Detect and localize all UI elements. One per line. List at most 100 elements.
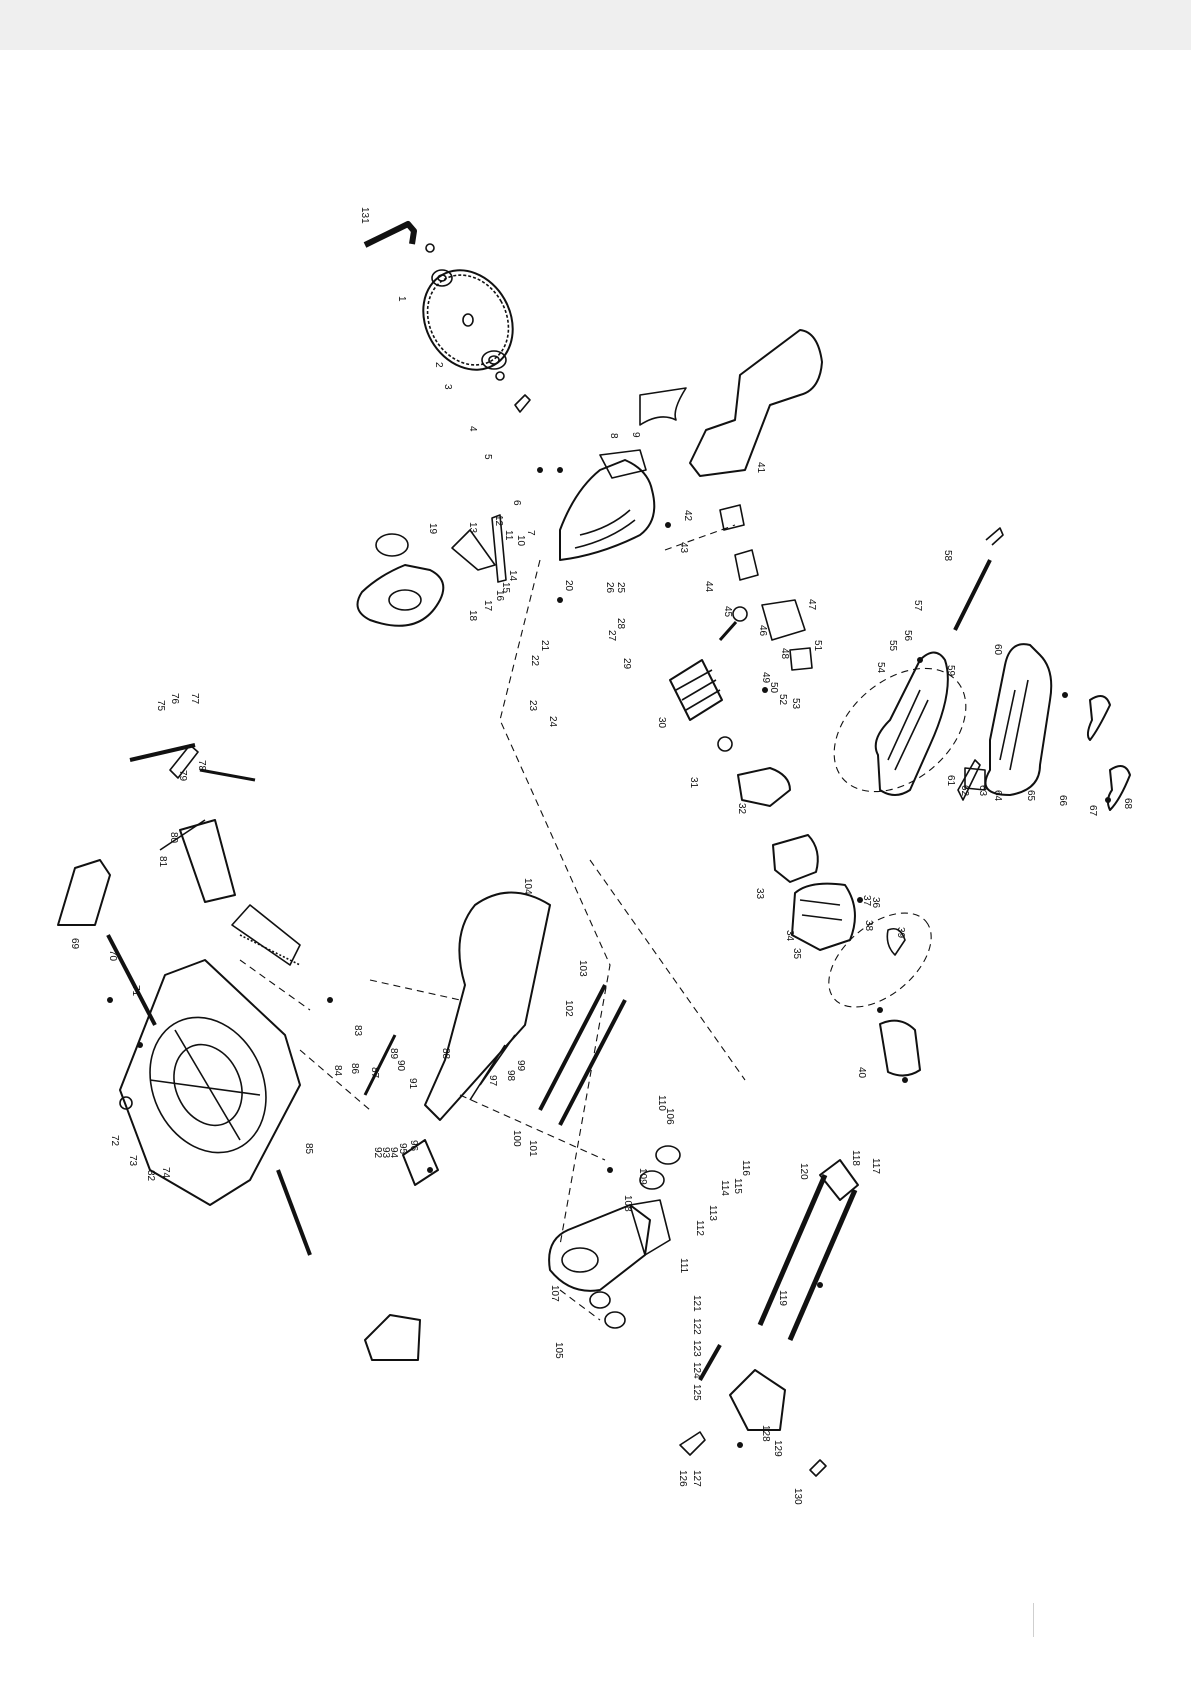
part-label: 117 [870, 1158, 881, 1174]
part-label: 123 [691, 1340, 702, 1357]
part-label: 87 [369, 1067, 380, 1079]
switch-box [761, 599, 813, 671]
part-label: 94 [388, 1147, 399, 1159]
part-label: 106 [664, 1108, 675, 1125]
part-label: 98 [505, 1070, 516, 1082]
part-label: 37 [861, 895, 872, 907]
part-label: 81 [157, 856, 168, 868]
part-label: 62 [959, 785, 970, 797]
part-label: 100 [511, 1130, 522, 1147]
part-label: 21 [539, 640, 550, 652]
part-label: 16 [494, 590, 505, 602]
support-tubes [757, 1174, 858, 1341]
part-label: 20 [563, 580, 574, 592]
part-label: 50 [768, 682, 779, 694]
part-label: 79 [177, 770, 188, 782]
part-label: 82 [145, 1170, 156, 1182]
exploded-parts-diagram: 131 1 2 3 4 5 6 7 8 9 10 11 12 13 14 15 … [57, 207, 1133, 1505]
part-label: 38 [863, 920, 874, 932]
part-label: 102 [563, 1000, 574, 1017]
part-label: 88 [440, 1048, 451, 1060]
part-label: 114 [719, 1180, 730, 1196]
part-label: 49 [760, 672, 771, 684]
part-label: 89 [388, 1048, 399, 1060]
armature [669, 606, 748, 752]
part-label: 64 [992, 790, 1003, 802]
tilt-lever [679, 1431, 827, 1477]
slide-housing [548, 1199, 671, 1292]
part-label: 3 [442, 384, 453, 390]
part-label: 126 [677, 1470, 688, 1487]
fence-extension-top [57, 859, 111, 926]
part-label: 130 [792, 1488, 803, 1505]
depth-stop-rod [129, 743, 256, 782]
part-label: 60 [992, 644, 1003, 656]
gearbox-cover [879, 927, 921, 1077]
part-label: 110 [656, 1095, 667, 1111]
part-label: 54 [875, 662, 886, 674]
part-label: 75 [155, 700, 166, 712]
part-label: 52 [777, 694, 788, 706]
part-label: 11 [503, 530, 514, 541]
part-label: 68 [1122, 798, 1133, 810]
part-label: 4 [467, 426, 478, 432]
part-label: 109 [637, 1168, 648, 1185]
part-label: 125 [691, 1384, 702, 1401]
part-label: 107 [549, 1285, 560, 1302]
part-label: 76 [169, 693, 180, 705]
part-label: 55 [887, 640, 898, 652]
part-label: 31 [688, 777, 699, 789]
part-label: 61 [945, 775, 956, 787]
part-label: 103 [577, 960, 588, 977]
part-label: 58 [942, 550, 953, 562]
extension-rod-lower [276, 1169, 312, 1256]
part-label: 26 [604, 582, 615, 594]
part-labels: 131 1 2 3 4 5 6 7 8 9 10 11 12 13 14 15 … [69, 207, 1133, 1505]
part-label: 118 [850, 1150, 861, 1166]
extension-rod-upper [106, 934, 157, 1026]
part-label: 28 [615, 618, 626, 630]
part-label: 24 [547, 716, 558, 728]
tilt-bracket [698, 1344, 786, 1431]
part-label: 71 [130, 985, 141, 997]
part-label: 9 [630, 432, 641, 438]
part-label: 80 [168, 832, 179, 844]
part-label: 85 [303, 1143, 314, 1155]
saw-blade [422, 269, 514, 371]
part-label: 121 [691, 1295, 702, 1312]
upper-guard [559, 449, 656, 561]
lower-guard [356, 533, 445, 627]
part-label: 32 [736, 803, 747, 815]
part-label: 127 [691, 1470, 702, 1487]
part-label: 23 [527, 700, 538, 712]
part-label: 70 [107, 950, 118, 962]
fasteners [107, 467, 1111, 1448]
part-label: 74 [160, 1167, 171, 1179]
part-label: 124 [691, 1362, 702, 1379]
part-label: 17 [482, 600, 493, 612]
lock-handle [402, 1139, 439, 1186]
part-label: 104 [522, 878, 533, 895]
brush-holder [719, 504, 759, 581]
part-label: 67 [1087, 805, 1098, 817]
part-label: 19 [427, 523, 438, 535]
part-label: 112 [694, 1220, 705, 1236]
part-label: 22 [529, 655, 540, 667]
page-edge-mark [1033, 1603, 1034, 1637]
fence-extension-bottom [364, 1314, 421, 1361]
part-label: 36 [870, 897, 881, 909]
part-label: 92 [372, 1147, 383, 1159]
part-label: 95 [397, 1143, 408, 1155]
part-label: 91 [407, 1078, 418, 1090]
part-label: 2 [433, 362, 444, 368]
part-label: 57 [912, 600, 923, 612]
part-label: 56 [902, 630, 913, 642]
part-label: 66 [1057, 795, 1068, 807]
part-label: 27 [606, 630, 617, 642]
flange-outer [425, 243, 453, 287]
riving-knife [639, 387, 687, 426]
part-label: 63 [977, 785, 988, 797]
part-label: 51 [812, 640, 823, 652]
slide-rail-front [538, 984, 607, 1111]
motor-housing [737, 767, 856, 951]
